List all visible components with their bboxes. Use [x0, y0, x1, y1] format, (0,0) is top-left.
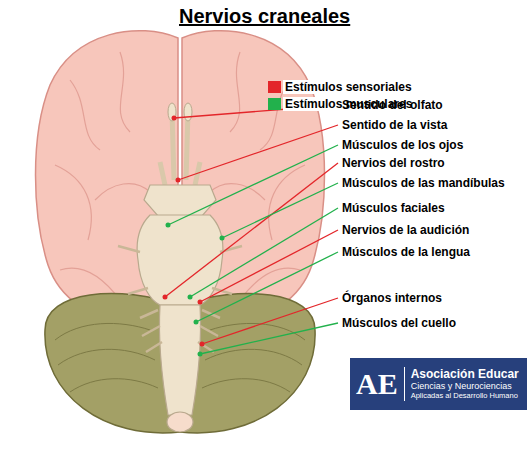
logo-text-column: Asociación EducarCiencias y Neurociencia… [411, 368, 519, 401]
leader-dot [194, 320, 199, 325]
logo-box: AE Asociación EducarCiencias y Neurocienc… [350, 358, 527, 410]
olfactory-tract [186, 112, 188, 180]
leader-line [196, 252, 338, 322]
nerve-label: Músculos de la lengua [342, 245, 470, 259]
brainstem [118, 162, 242, 432]
cerebrum [36, 31, 325, 320]
olfactory-tract [172, 112, 174, 180]
cerebellum [45, 294, 315, 433]
medulla [159, 305, 200, 415]
nerve-label: Órganos internos [342, 291, 442, 305]
olfactory-bulb [184, 103, 192, 121]
leader-line [165, 163, 338, 297]
leader-dot [200, 342, 205, 347]
pons [137, 215, 223, 305]
olfactory-bulb [168, 103, 176, 121]
legend-text: Estímulos sensoriales [283, 80, 414, 94]
logo-text: Asociación Educar [411, 368, 519, 382]
gyrus [70, 80, 100, 150]
leader-dot [198, 300, 203, 305]
leader-line [200, 323, 338, 354]
logo-text: Aplicadas al Desarrollo Humano [411, 392, 519, 401]
gyrus [55, 165, 91, 240]
leader-dot [188, 295, 193, 300]
spinal-cord-section [167, 412, 193, 432]
leader-dots [163, 116, 225, 357]
leader-dot [198, 352, 203, 357]
gyrus [95, 184, 150, 200]
folium [210, 323, 305, 340]
nerve-label: Nervios del rostro [342, 156, 445, 170]
folium [58, 349, 155, 365]
legend-swatch [268, 98, 281, 110]
leader-line [202, 298, 338, 344]
leader-lines [165, 105, 338, 354]
leader-line [190, 208, 338, 297]
logo-mark-box: AE [356, 367, 405, 402]
nerve-label: Nervios de la audición [342, 223, 469, 237]
leader-dot [220, 236, 225, 241]
folium [202, 379, 290, 392]
nerve-label: Músculos de las mandíbulas [342, 176, 505, 190]
nerve-label: Músculos del cuello [342, 316, 456, 330]
logo-mark: AE [356, 367, 398, 402]
nerve-label: Músculos faciales [342, 201, 445, 215]
leader-dot [176, 178, 181, 183]
leader-line [222, 183, 338, 238]
leader-dot [166, 223, 171, 228]
nerve-label: Sentido de la vista [342, 118, 447, 132]
leader-line [178, 125, 338, 180]
logo-text: Ciencias y Neurociencias [411, 381, 519, 391]
leader-dot [172, 116, 177, 121]
gyrus [230, 52, 240, 132]
folium [55, 323, 150, 340]
cerebellum-shape [45, 294, 315, 433]
gyrus [120, 52, 130, 132]
leader-dot [163, 295, 168, 300]
diagram-title: Nervios craneales [179, 5, 350, 28]
optic-chiasm [144, 185, 216, 216]
leader-line [168, 145, 338, 225]
legend-swatch [268, 81, 281, 93]
optic-nerve [160, 162, 200, 185]
nerve-label: Sentido del olfato [342, 98, 443, 112]
leader-line [200, 230, 338, 302]
nerve-label: Músculos de los ojos [342, 138, 463, 152]
folium [70, 379, 158, 392]
olfactory-tracts [168, 103, 192, 180]
folium [205, 349, 302, 365]
nerve-root [118, 246, 162, 352]
